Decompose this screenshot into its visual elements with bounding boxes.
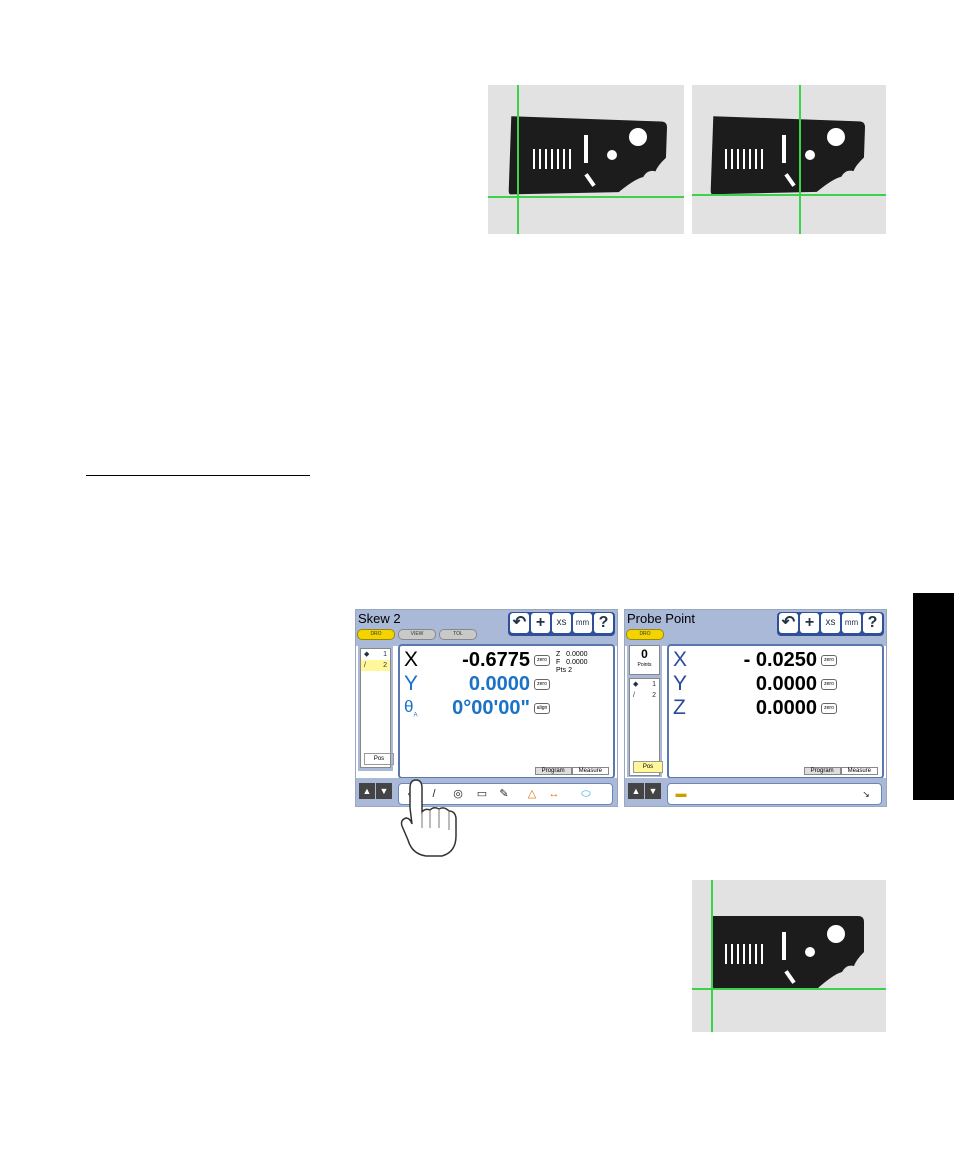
top-toolbar: ↶ + xs mm ?	[508, 612, 615, 636]
circle-tool-icon[interactable]: ◎	[453, 788, 463, 800]
feature-row[interactable]: /2	[633, 692, 656, 699]
skew-screen: Skew 2 DRO VIEW TOL ↶ + xs mm ? ◆1 /2 Po…	[355, 609, 618, 807]
pos-button[interactable]: Pos	[633, 761, 663, 773]
crosshair-icon[interactable]: +	[531, 613, 550, 633]
mm-icon[interactable]: mm	[573, 613, 592, 633]
point-icon: ◆	[364, 651, 370, 658]
angle-tool-icon[interactable]: △	[527, 788, 537, 800]
program-tab[interactable]: Program	[534, 767, 572, 775]
tol-tab[interactable]: TOL	[439, 629, 477, 640]
axis-label: X	[404, 648, 419, 671]
line-icon: /	[364, 662, 366, 669]
line-icon: /	[633, 692, 635, 699]
measure-tab[interactable]: Measure	[571, 767, 609, 775]
pos-button[interactable]: Pos	[364, 753, 394, 765]
axis-label: Y	[404, 672, 419, 695]
axis-label: Y	[673, 672, 688, 695]
feature-list-panel: ◆1 /2 Pos	[358, 645, 394, 771]
top-toolbar: ↶ + xs mm ?	[777, 612, 884, 636]
distance-tool-icon[interactable]: ↔	[548, 788, 560, 800]
crosshair-icon[interactable]: +	[800, 613, 819, 633]
mm-icon[interactable]: mm	[842, 613, 861, 633]
undo-icon[interactable]: ↶	[779, 613, 798, 633]
screen-title: Probe Point	[627, 611, 695, 626]
bottom-bar: ▲ ▼ ▬ ↘	[625, 778, 886, 806]
probe-tool-icon[interactable]: ✎	[499, 788, 509, 800]
program-tab[interactable]: Program	[803, 767, 841, 775]
camera-view-result	[692, 880, 886, 1032]
section-rule	[86, 475, 310, 476]
feature-row[interactable]: ◆1	[364, 651, 387, 658]
zero-button[interactable]: zero	[821, 654, 837, 666]
axis-label: Z	[673, 696, 686, 719]
xs-icon[interactable]: xs	[821, 613, 840, 633]
help-icon[interactable]: ?	[863, 613, 882, 633]
hand-pointer-icon	[398, 778, 462, 860]
title-bar: Probe Point DRO ↶ + xs mm ?	[625, 610, 886, 646]
scroll-down-button[interactable]: ▼	[645, 783, 661, 799]
probe-status-icon: ▬	[675, 788, 687, 800]
header-rule	[0, 0, 954, 1]
z-value: 0.0000	[755, 696, 817, 719]
side-info: Z 0.0000 F 0.0000 Pts 2	[556, 651, 588, 674]
measure-tab[interactable]: Measure	[840, 767, 878, 775]
scroll-down-button[interactable]: ▼	[376, 783, 392, 799]
y-value: 0.0000	[468, 672, 530, 695]
view-tab[interactable]: VIEW	[398, 629, 436, 640]
feature-list-panel: 0 Points ◆1 /2 Pos	[627, 645, 663, 777]
feature-list[interactable]: ◆1 /2 Pos	[360, 648, 394, 768]
dro-tab[interactable]: DRO	[357, 629, 395, 640]
points-counter: 0 Points	[629, 645, 660, 675]
dro-tab[interactable]: DRO	[626, 629, 664, 640]
axis-label: θA	[404, 697, 418, 719]
point-icon: ◆	[633, 681, 639, 688]
help-icon[interactable]: ?	[594, 613, 613, 633]
measure-toolbar: ◇ / ◎ ▭ ✎ △ ↔ ⬭	[398, 783, 613, 805]
probe-cursor-icon[interactable]: ↘	[862, 789, 870, 799]
camera-view-before	[488, 85, 684, 234]
zero-button[interactable]: zero	[534, 654, 550, 666]
xs-icon[interactable]: xs	[552, 613, 571, 633]
probe-point-screen: Probe Point DRO ↶ + xs mm ? 0 Points ◆1 …	[624, 609, 887, 807]
undo-icon[interactable]: ↶	[510, 613, 529, 633]
x-value: - 0.0250	[743, 648, 817, 671]
scroll-up-button[interactable]: ▲	[628, 783, 644, 799]
title-bar: Skew 2 DRO VIEW TOL ↶ + xs mm ?	[356, 610, 617, 646]
zero-button[interactable]: zero	[821, 702, 837, 714]
y-value: 0.0000	[755, 672, 817, 695]
axis-label: X	[673, 648, 688, 671]
camera-view-after	[692, 85, 886, 234]
x-value: -0.6775	[462, 648, 530, 671]
scroll-up-button[interactable]: ▲	[359, 783, 375, 799]
dro-display: X -0.6775 zero Y 0.0000 zero θA 0°00'00"…	[398, 644, 615, 779]
dro-display: X - 0.0250 zero Y 0.0000 zero Z 0.0000 z…	[667, 644, 884, 779]
skew-tool-icon[interactable]: ⬭	[581, 788, 591, 800]
feature-row[interactable]: /2	[361, 660, 390, 671]
screen-title: Skew 2	[358, 611, 401, 626]
feature-list[interactable]: ◆1 /2 Pos	[629, 678, 663, 776]
align-button[interactable]: align	[534, 702, 550, 714]
angle-value: 0°00'00"	[452, 696, 530, 719]
zero-button[interactable]: zero	[821, 678, 837, 690]
zero-button[interactable]: zero	[534, 678, 550, 690]
line-tool-icon[interactable]: /	[432, 788, 436, 800]
feature-row[interactable]: ◆1	[633, 681, 656, 688]
chapter-tab	[913, 593, 954, 800]
slot-tool-icon[interactable]: ▭	[476, 788, 488, 800]
probe-status-bar: ▬ ↘	[667, 783, 882, 805]
bottom-bar: ▲ ▼ ◇ / ◎ ▭ ✎ △ ↔ ⬭	[356, 778, 617, 806]
